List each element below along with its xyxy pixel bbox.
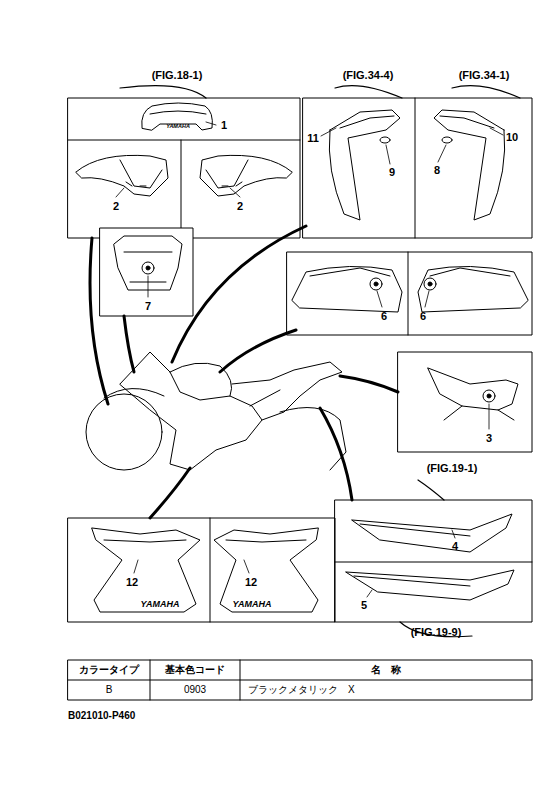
- figure-ref: (FIG.34-4): [343, 70, 394, 81]
- callout-number: 6: [420, 311, 426, 322]
- callout-number: 3: [486, 433, 492, 444]
- callout-number: 5: [361, 600, 367, 611]
- callout-number: 11: [307, 133, 319, 144]
- callout-number: 12: [126, 577, 138, 588]
- callout-number: 12: [245, 577, 257, 588]
- catalog-code: B021010-P460: [68, 711, 135, 721]
- brand-mark: YAMAHA: [233, 600, 272, 609]
- callout-number: 8: [434, 165, 440, 176]
- figure-ref: (FIG.19-1): [427, 463, 478, 474]
- table-cell: ブラックメタリック X: [248, 685, 355, 695]
- figure-ref: (FIG.19-9): [411, 627, 462, 638]
- callout-number: 6: [381, 311, 387, 322]
- table-cell: B: [106, 685, 113, 695]
- brand-mark: YAMAHA: [141, 600, 180, 609]
- callout-number: 2: [113, 201, 119, 212]
- figure-ref: (FIG.34-1): [459, 70, 510, 81]
- table-header: 名 称: [371, 665, 401, 675]
- brand-mark: YAMAHA: [166, 124, 190, 130]
- table-cell: 0903: [184, 685, 206, 695]
- figure-ref: (FIG.18-1): [152, 70, 203, 81]
- table-header: カラータイプ: [79, 665, 139, 675]
- callout-number: 4: [452, 541, 458, 552]
- callout-number: 7: [145, 301, 151, 312]
- table-header: 基本色コード: [165, 665, 225, 675]
- callout-number: 2: [237, 201, 243, 212]
- callout-number: 1: [221, 120, 227, 131]
- callout-number: 10: [506, 132, 518, 143]
- callout-number: 9: [389, 167, 395, 178]
